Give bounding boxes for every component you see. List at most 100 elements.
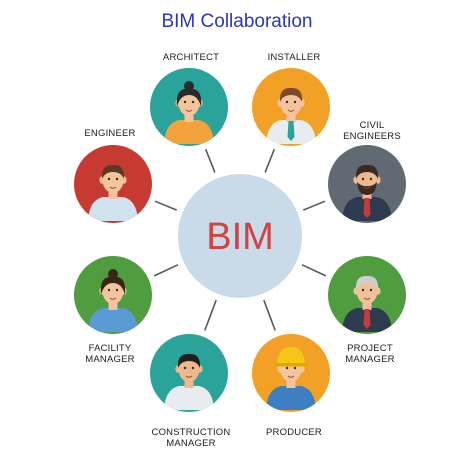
avatar-neck [184,113,194,122]
avatar-head [102,167,124,193]
avatar-eye [285,100,289,104]
avatar-mouth [109,186,117,189]
connector-line [301,264,327,277]
role-node [74,145,152,223]
role-avatar [88,269,138,332]
avatar-hair [355,275,379,290]
avatar-eye [285,366,289,370]
avatar-eye [361,288,365,292]
role-label: PROJECT MANAGER [345,343,395,365]
avatar-eye [369,288,373,292]
role-node [252,68,330,146]
diagram-title: BIM Collaboration [161,11,313,32]
tie-icon [363,198,371,218]
role-avatar [342,275,392,332]
role-node [252,334,330,412]
avatar-body [266,386,316,410]
avatar-eye [293,366,297,370]
role-node [328,145,406,223]
worker-helmet-avatar-icon [266,347,316,410]
avatar-eye [369,177,373,181]
role-avatar [164,353,214,410]
avatar-head [178,356,200,382]
avatar-eye [293,100,297,104]
senior-man-avatar-icon [342,275,392,332]
role-avatar [266,87,316,144]
avatar-mouth [363,186,371,189]
center-circle [178,174,302,298]
tie-icon [287,121,295,141]
role-label: CONSTRUCTION MANAGER [151,427,231,449]
role-avatar [342,164,392,221]
role-label: CIVIL ENGINEERS [343,120,401,142]
avatar-head [280,90,302,116]
center-label: BIM [206,216,274,258]
avatar-mouth [363,297,371,300]
role-label: INSTALLER [267,52,321,63]
avatar-eye [115,288,119,292]
connector-line [303,200,326,211]
avatar-body [88,308,138,332]
connector-line [154,200,177,211]
tie-icon [363,309,371,329]
avatar-eye [183,100,187,104]
avatar-hair [279,87,303,102]
role-label: ARCHITECT [162,52,220,63]
role-label: ENGINEER [84,128,136,139]
avatar-hair [101,164,125,179]
avatar-body [164,120,214,144]
role-node [150,68,228,146]
helmet-brim [275,363,307,367]
avatar-eye [361,177,365,181]
avatar-eye [191,366,195,370]
man-tie-avatar-icon [266,87,316,144]
avatar-neck [362,301,372,310]
role-node [74,256,152,334]
avatar-neck [184,379,194,388]
avatar-head [178,90,200,116]
avatar-eye [107,177,111,181]
avatar-eye [191,100,195,104]
man-avatar-icon [164,353,214,410]
connector-line [205,148,216,173]
avatar-mouth [109,297,117,300]
man-avatar-icon [88,164,138,221]
connector-line [204,299,217,331]
bearded-man-avatar-icon [342,164,392,221]
role-label: FACILITY MANAGER [85,343,135,365]
hair-bun [108,269,118,279]
connector-line [263,299,276,331]
connector-line [264,148,275,173]
avatar-hair [176,88,202,107]
avatar-mouth [287,109,295,112]
avatar-head [356,278,378,304]
role-label: PRODUCER [266,427,322,438]
avatar-neck [286,379,296,388]
avatar-head [102,278,124,304]
avatar-eye [115,177,119,181]
woman-avatar-icon [88,269,138,332]
avatar-mouth [287,375,295,378]
avatar-hair [355,164,379,179]
avatar-eye [107,288,111,292]
avatar-neck [108,190,118,199]
role-avatar [88,164,138,221]
avatar-eye [183,366,187,370]
connector-line [153,264,179,277]
avatar-neck [286,113,296,122]
role-node [328,256,406,334]
role-avatar [164,81,214,144]
avatar-body [88,197,138,221]
avatar-hair [100,276,126,295]
woman-avatar-icon [164,81,214,144]
avatar-mouth [185,109,193,112]
avatar-hair [177,353,201,368]
avatar-mouth [185,375,193,378]
avatar-neck [108,301,118,310]
hair-bun [184,81,194,91]
helmet-icon [277,347,305,364]
role-avatar [266,347,316,410]
avatar-body [164,386,214,410]
role-node [150,334,228,412]
